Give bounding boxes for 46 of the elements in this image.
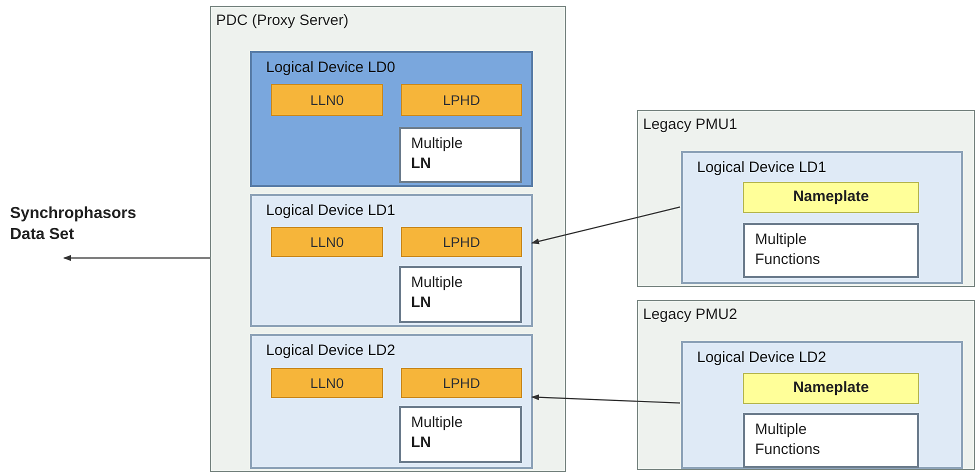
node-box: [271, 227, 383, 257]
output-label: Synchrophasors Data Set: [10, 204, 138, 245]
node-label: LLN0: [310, 90, 344, 110]
node-box: [743, 413, 919, 468]
node-box: [743, 223, 919, 278]
node-label: Multiple LN: [411, 273, 464, 313]
device-box: [250, 194, 533, 327]
node-label: Multiple Functions: [755, 230, 822, 270]
arrow: [63, 255, 210, 261]
arrow: [531, 394, 680, 404]
node-label: Multiple LN: [411, 134, 464, 174]
node-box: [401, 227, 522, 257]
container-box: [210, 6, 566, 472]
box-title: PDC (Proxy Server): [216, 11, 349, 31]
box-title: Logical Device LD2: [697, 348, 826, 368]
device-box: [250, 334, 533, 469]
node-label: LPHD: [442, 374, 480, 392]
node-box: [401, 84, 522, 116]
node-label: LPHD: [442, 232, 480, 252]
node-label: LPHD: [442, 90, 480, 110]
node-label: Nameplate: [793, 187, 869, 208]
device-box: [250, 51, 533, 187]
device-box: [681, 151, 963, 284]
node-box: [399, 266, 522, 323]
node-box: [399, 127, 522, 183]
node-box: [271, 84, 383, 116]
node-label: Multiple Functions: [755, 420, 822, 460]
box-title: Logical Device LD1: [697, 158, 826, 178]
node-box: [743, 182, 919, 213]
node-label: Multiple LN: [411, 413, 464, 453]
box-title: Logical Device LD1: [266, 201, 396, 221]
node-box: [401, 368, 522, 398]
device-box: [681, 341, 963, 469]
node-label: LLN0: [310, 232, 344, 252]
node-box: [399, 406, 522, 463]
container-box: [637, 110, 975, 287]
node-box: [271, 368, 383, 398]
container-box: [637, 300, 975, 470]
box-title: Legacy PMU1: [643, 115, 738, 135]
box-title: Logical Device LD2: [266, 341, 396, 361]
node-box: [743, 373, 919, 404]
box-title: Logical Device LD0: [266, 58, 396, 78]
arrow: [531, 206, 680, 244]
box-title: Legacy PMU2: [643, 305, 738, 325]
node-label: Nameplate: [793, 378, 869, 398]
node-label: LLN0: [310, 374, 344, 392]
